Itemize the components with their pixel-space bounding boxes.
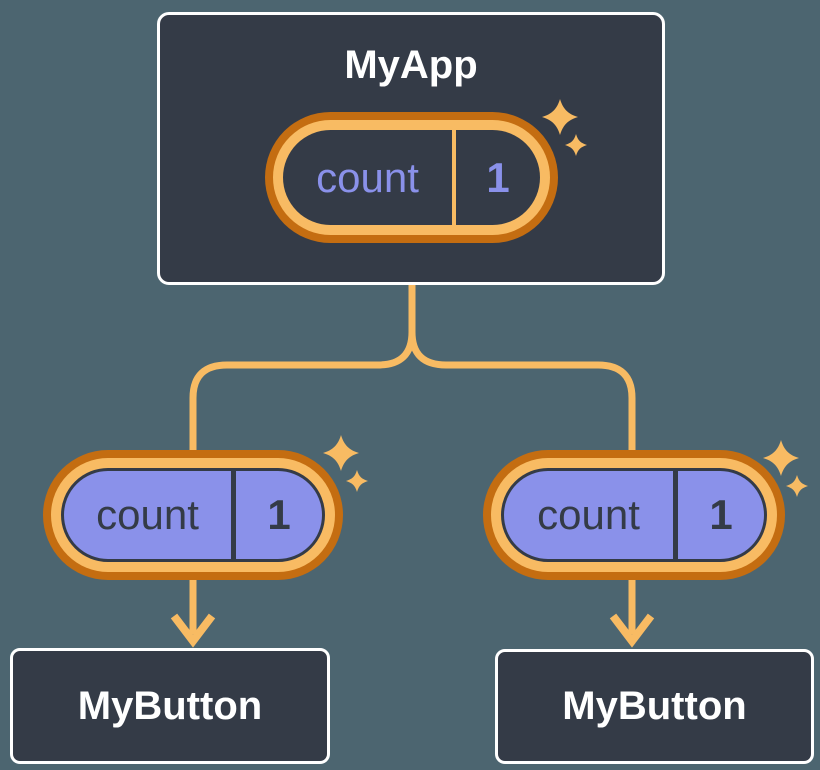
node-mybutton-right: MyButton — [495, 649, 814, 764]
pill-body: count 1 — [61, 468, 325, 562]
pill-body: count 1 — [501, 468, 767, 562]
branch-line-right — [408, 284, 636, 560]
prop-pill-right: count 1 — [483, 450, 785, 580]
pill-ring: count 1 — [51, 458, 335, 572]
state-pill-myapp: count 1 — [265, 112, 558, 243]
prop-name-label: count — [537, 491, 640, 538]
sparkle-icon — [542, 99, 587, 156]
right-down-arrow-icon — [609, 613, 655, 648]
state-value-label: 1 — [486, 153, 510, 201]
sparkle-icon — [763, 440, 808, 497]
node-myapp-title: MyApp — [344, 43, 478, 87]
node-mybutton-title: MyButton — [77, 683, 263, 728]
pill-ring: count 1 — [273, 120, 550, 235]
sparkle-large-star — [323, 435, 359, 471]
sparkle-icon — [323, 435, 368, 492]
pill-divider — [673, 471, 678, 559]
sparkle-small-star — [346, 470, 368, 492]
prop-pill-left: count 1 — [43, 450, 343, 580]
sparkle-large-star — [542, 99, 578, 135]
left-down-arrow-icon — [170, 613, 216, 648]
pill-ring: count 1 — [491, 458, 777, 572]
state-name-label: count — [316, 153, 419, 201]
sparkle-small-star — [565, 134, 587, 156]
sparkle-small-star — [786, 475, 808, 497]
prop-value-label: 1 — [709, 491, 733, 538]
pill-divider — [452, 130, 456, 225]
node-mybutton-title: MyButton — [562, 684, 747, 728]
prop-value-label: 1 — [267, 491, 291, 538]
prop-name-label: count — [96, 491, 199, 538]
sparkle-large-star — [763, 440, 799, 476]
node-mybutton-left: MyButton — [10, 648, 330, 764]
pill-body: count 1 — [283, 130, 540, 225]
pill-divider — [231, 471, 236, 559]
